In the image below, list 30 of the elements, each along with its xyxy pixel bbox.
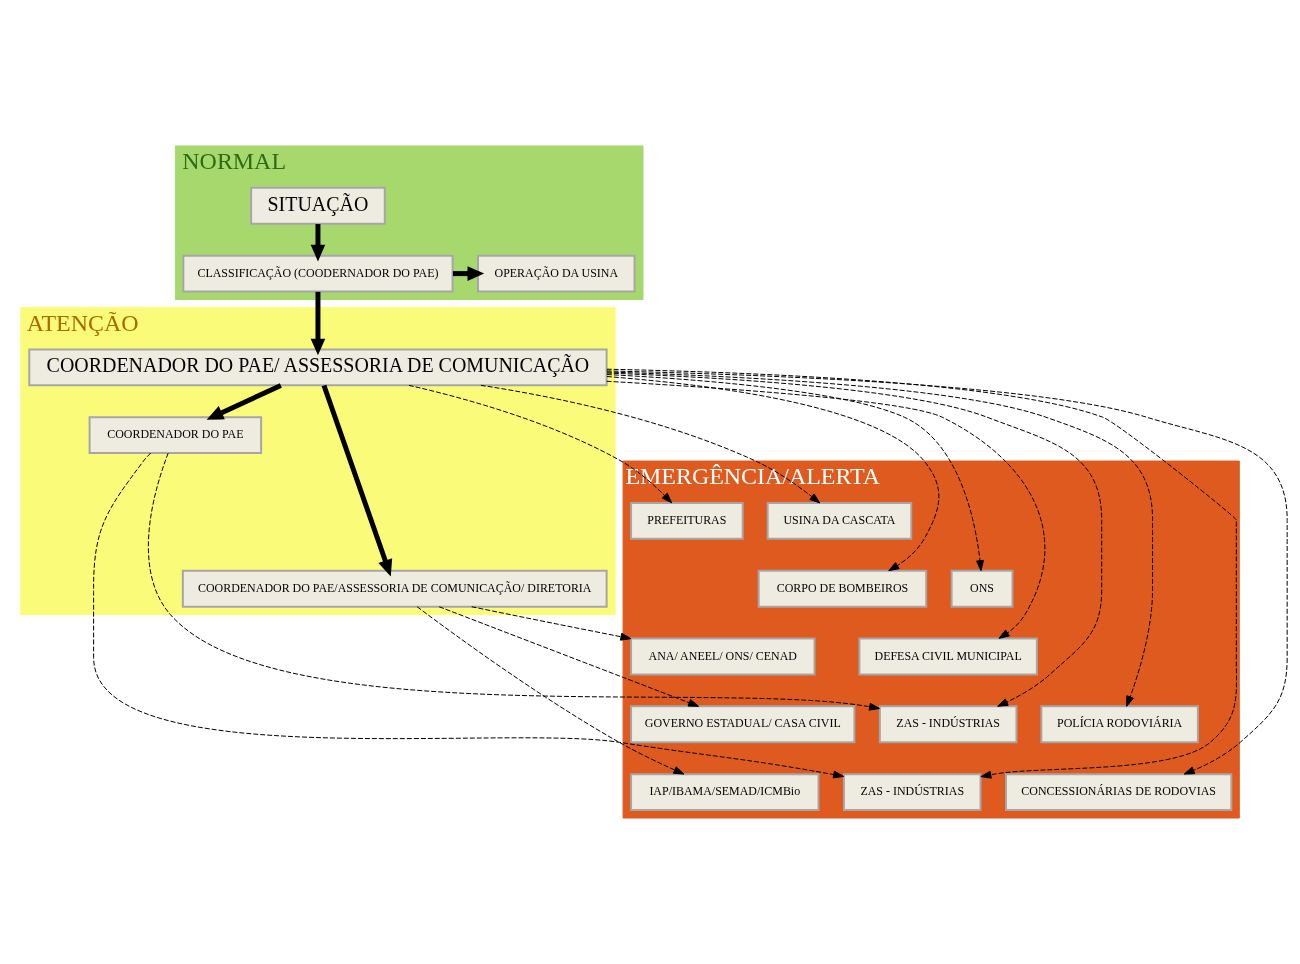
node-box: PREFEITURAS: [630, 501, 744, 540]
arrow: [310, 291, 326, 356]
node-box: CORPO DE BOMBEIROS: [757, 569, 928, 608]
node-box: OPERAÇÃO DA USINA: [477, 254, 636, 293]
node-box: ONS: [950, 569, 1014, 608]
arrow: [206, 383, 282, 420]
arrow: [606, 380, 1046, 639]
node-box: COORDENADOR DO PAE/ASSESSORIA DE COMUNICAÇÃO/ DIRETORIA: [181, 569, 608, 608]
node-box: SITUAÇÃO: [250, 186, 386, 225]
node-box: ZAS - INDÚSTRIAS: [878, 705, 1018, 744]
arrow: [310, 224, 326, 262]
node-box: CONCESSIONÁRIAS DE RODOVIAS: [1005, 773, 1233, 812]
node-box: CLASSIFICAÇÃO (COODERNADOR DO PAE): [182, 254, 454, 293]
arrow: [480, 384, 821, 504]
node-box: ANA/ ANEEL/ ONS/ CENAD: [630, 637, 816, 676]
node-box: COORDENADOR DO PAE: [88, 416, 263, 455]
node-box: USINA DA CASCATA: [766, 501, 913, 540]
arrow: [147, 452, 880, 711]
arrow: [471, 606, 632, 641]
node-box: ZAS - INDÚSTRIAS: [842, 773, 982, 812]
node-box: POLÍCIA RODOVIÁRIA: [1040, 705, 1199, 744]
arrow: [438, 606, 700, 707]
node-box: GOVERNO ESTADUAL/ CASA CIVIL: [630, 705, 856, 744]
node-box: COORDENADOR DO PAE/ ASSESSORIA DE COMUNICAÇÃO: [28, 348, 608, 387]
node-box: DEFESA CIVIL MUNICIPAL: [858, 637, 1038, 676]
arrow: [321, 384, 393, 577]
node-box: IAP/IBAMA/SEMAD/ICMBio: [630, 773, 820, 812]
arrow: [93, 452, 845, 779]
arrow: [416, 606, 685, 775]
arrow: [408, 384, 673, 504]
